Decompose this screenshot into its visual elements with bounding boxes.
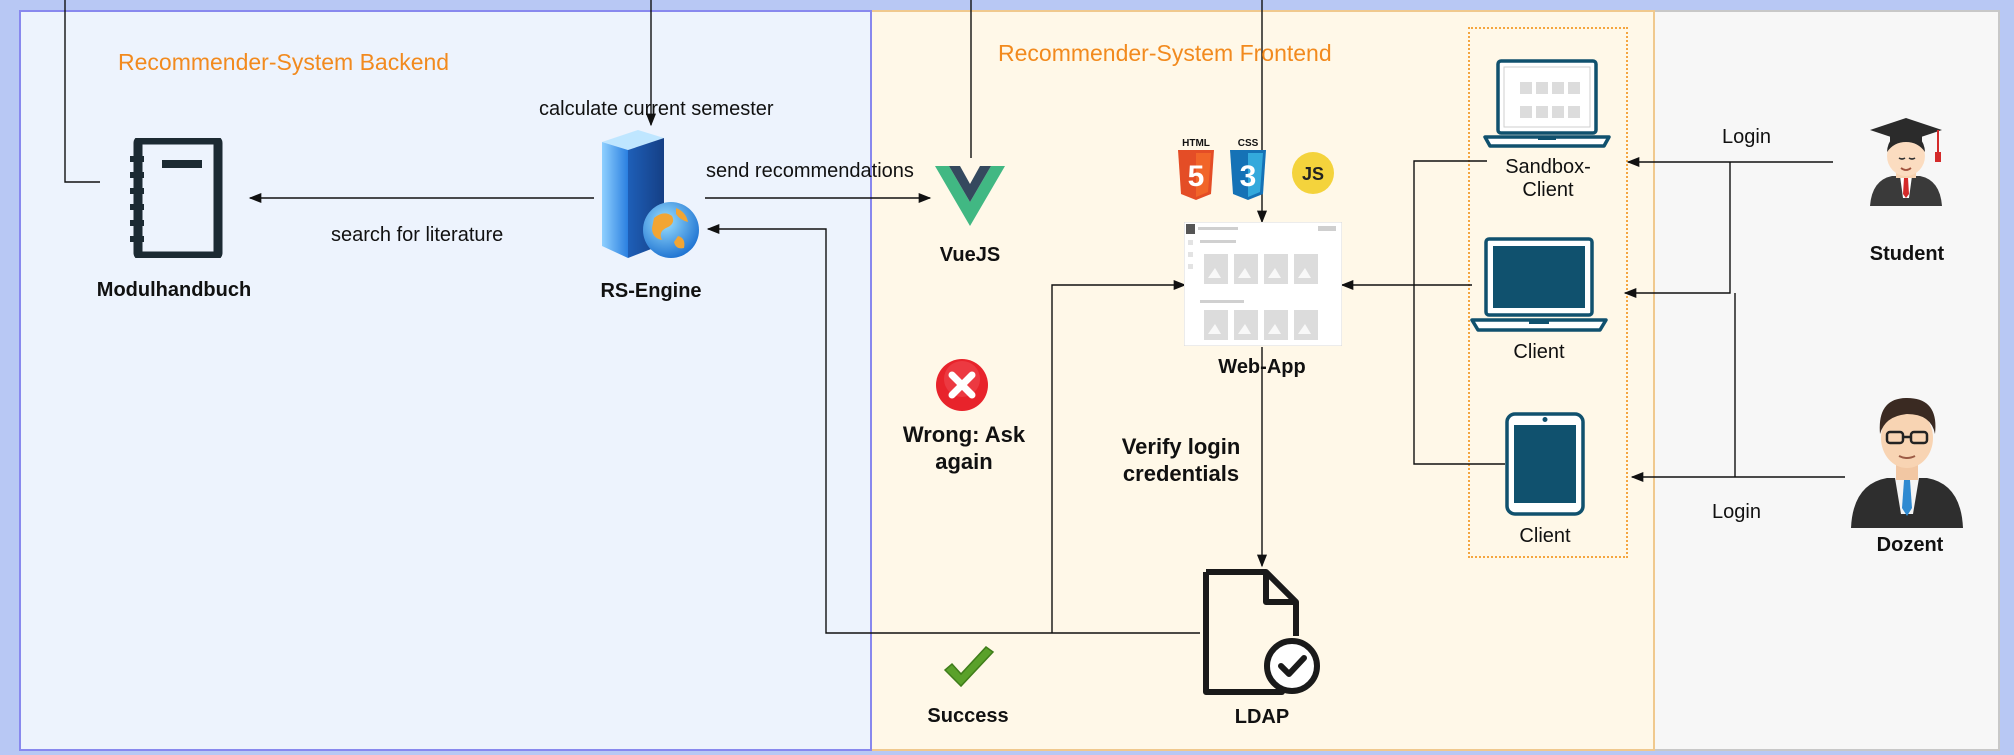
wrong-line-2: again: [935, 449, 993, 474]
vuejs-label: VueJS: [939, 244, 1001, 266]
edge-ldap-webapp: [1051, 279, 1187, 633]
vue-icon: [935, 166, 1005, 231]
sandbox-line-1: Sandbox-: [1505, 156, 1591, 178]
edge-modulhandbuch-top: [64, 0, 100, 183]
calculate-label: calculate current semester: [539, 98, 774, 120]
rs-engine-label: RS-Engine: [600, 280, 702, 302]
tablet-icon: [1504, 411, 1586, 522]
sandbox-line-2: Client: [1522, 179, 1574, 201]
css-badge-text: CSS: [1238, 138, 1259, 149]
ldap-file-icon: [1200, 566, 1324, 703]
verify-line-2: credentials: [1122, 461, 1240, 486]
student-avatar-icon: [1862, 118, 1950, 211]
sandbox-laptop-icon: [1482, 58, 1612, 155]
dozent-label: Dozent: [1876, 534, 1944, 556]
checkmark-icon: [942, 646, 996, 697]
success-label: Success: [927, 705, 1009, 727]
webapp-label: Web-App: [1218, 356, 1306, 378]
teacher-avatar-icon: [1847, 392, 1967, 533]
webapp-icon: [1183, 221, 1343, 351]
css-badge-num: 3: [1240, 160, 1257, 193]
edge-student-drop: [1623, 162, 1731, 299]
html-badge-num: 5: [1188, 160, 1205, 193]
js-badge-text: JS: [1302, 164, 1324, 184]
student-label: Student: [1869, 243, 1945, 265]
edge-ldap-result: [706, 223, 1200, 634]
search-label: search for literature: [331, 224, 504, 246]
css3-icon: CSS 3: [1228, 136, 1268, 207]
client-tablet-label: Client: [1519, 525, 1571, 547]
modulhandbuch-icon: [128, 135, 224, 263]
modulhandbuch-label: Modulhandbuch: [96, 279, 252, 301]
client-laptop-label: Client: [1513, 341, 1565, 363]
student-login-label: Login: [1722, 126, 1771, 148]
backend-zone: [19, 10, 872, 751]
error-icon: [934, 357, 990, 418]
wrong-line-1: Wrong: Ask: [902, 422, 1026, 447]
wrong-label: Wrong: Ask again: [903, 421, 1025, 475]
laptop-icon: [1469, 236, 1609, 339]
frontend-title: Recommender-System Frontend: [998, 40, 1332, 66]
backend-title: Recommender-System Backend: [118, 49, 450, 75]
send-label: send recommendations: [706, 160, 914, 182]
js-icon: JS: [1291, 151, 1335, 200]
verify-line-1: Verify login: [1121, 434, 1241, 459]
dozent-login-label: Login: [1712, 501, 1761, 523]
edge-clients-bus: [1413, 160, 1505, 465]
html5-icon: HTML 5: [1176, 136, 1216, 207]
users-zone: [1655, 10, 2000, 751]
html-badge-text: HTML: [1182, 138, 1210, 149]
verify-label: Verify login credentials: [1122, 433, 1241, 487]
ldap-label: LDAP: [1234, 706, 1290, 728]
server-icon: [594, 126, 708, 267]
sandbox-client-label: Sandbox- Client: [1505, 156, 1591, 202]
